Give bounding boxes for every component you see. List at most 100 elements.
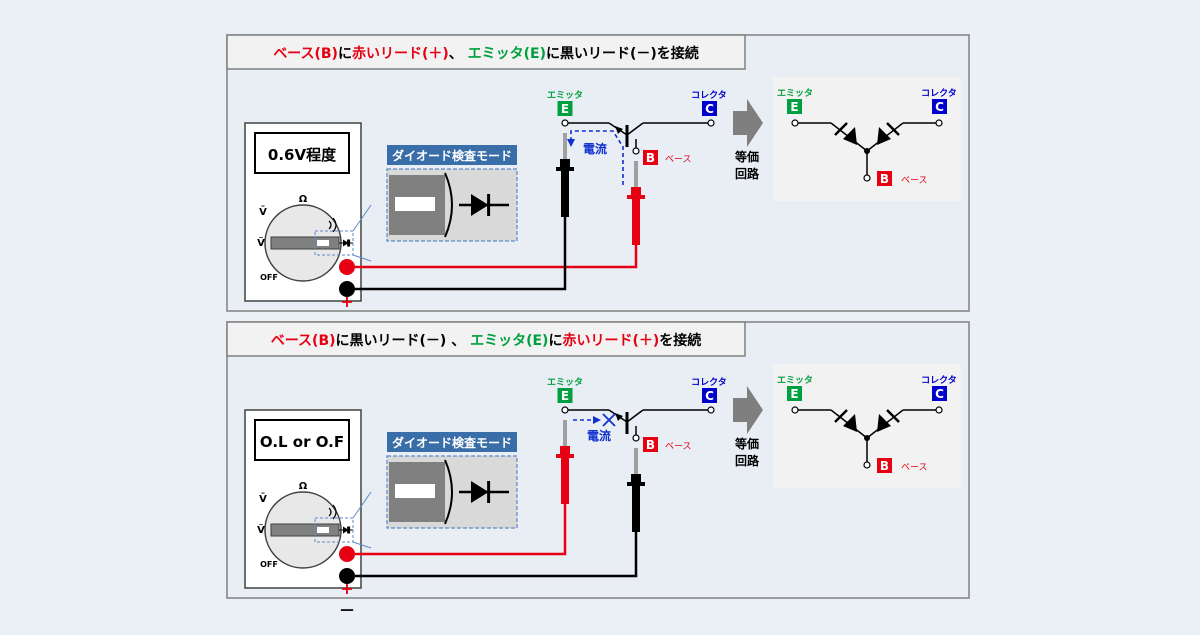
minus-sign: － [339,601,355,620]
title-part: エミッタ(E) [468,46,546,62]
eq-base-letter-text: B [880,459,889,473]
collector-caption: コレクタ [691,89,727,101]
meter-display-value: O.L or O.F [260,433,344,451]
dial-dcv: V̄ [259,492,267,505]
eq-base-caption: ベース [901,463,928,473]
zoom-source-box [314,517,354,543]
black-lead [355,217,567,291]
emitter-letter-text: E [561,102,569,116]
dial-off: OFF [260,560,278,569]
equivalent-label-1: 等価 [734,436,759,451]
eq-collector-letter: C [932,99,947,114]
buzzer-icon [328,504,337,520]
meter-display [254,419,350,461]
red-lead [355,504,567,556]
current-label: 電流 [583,141,607,156]
eq-collector-terminal [935,119,943,127]
current-label: 電流 [587,428,611,443]
buzzer-icon [328,217,337,233]
eq-diode-left-icon [843,127,857,145]
equivalent-label-1: 等価 [734,149,759,164]
emitter-letter: E [557,388,573,403]
title-part: に黒いリード(－)を接続 [546,45,699,62]
dial-indicator [317,527,329,533]
dial-edge [444,459,453,525]
collector-terminal [707,119,715,127]
base-terminal [632,147,640,155]
collector-letter-text: C [705,389,714,403]
dial-ohm: Ω [299,481,308,492]
black-probe [627,448,645,532]
minus-jack [339,568,355,584]
panel-1: ベース(B)に赤いリード(＋)、 エミッタ(E)に黒いリード(－)を接続0.6V… [226,34,970,333]
title-part: ベース(B) [271,333,336,349]
collector-caption: コレクタ [691,376,727,388]
red-lead [355,245,638,269]
knob-zoom-indicator [395,484,435,498]
dial-ohm: Ω [299,194,308,205]
mode-diode-icon [471,481,491,503]
dial-acv: Ṽ [257,523,265,536]
equivalent-label-2: 回路 [735,453,760,468]
eq-diode-right-icon [877,414,891,432]
dial-off: OFF [260,273,278,282]
mode-label-bg [387,432,517,452]
eq-collector-letter-text: C [935,100,944,114]
black-probe [556,133,574,217]
eq-emitter-letter-text: E [790,100,798,114]
base-letter-text: B [646,151,655,165]
base-letter-text: B [646,438,655,452]
diode-mode-box: ダイオード検査モード [386,145,518,242]
title-part: に黒いリード(－) 、 [336,333,471,349]
eq-collector-letter-text: C [935,387,944,401]
dial-edge [444,172,453,238]
mode-label-bg [387,145,517,165]
title-part: 赤いリード(＋) [352,46,449,62]
minus-jack [339,281,355,297]
equivalent-arrow-icon [733,99,763,147]
title-part: に [338,46,352,62]
collector-letter-text: C [705,102,714,116]
dial-indicator [317,240,329,246]
panel-title: ベース(B)に黒いリード(－) 、 エミッタ(E)に赤いリード(＋)を接続 [271,332,702,349]
emitter-terminal [561,406,569,414]
title-part: に [548,333,562,349]
emitter-letter: E [557,101,573,116]
eq-emitter-letter: E [787,99,802,114]
eq-base-letter-text: B [880,172,889,186]
emitter-letter-text: E [561,389,569,403]
base-letter: B [643,150,658,165]
mode-diode-icon [471,194,491,216]
eq-emitter-caption: エミッタ [777,374,813,386]
plus-jack [339,546,355,562]
red-probe [627,161,645,245]
base-caption: ベース [665,155,692,165]
eq-collector-caption: コレクタ [921,87,957,99]
base-caption: ベース [665,442,692,452]
emitter-caption: エミッタ [547,89,583,101]
emitter-arrow [615,126,623,134]
mode-label: ダイオード検査モード [392,148,512,163]
eq-base-letter: B [877,458,892,473]
title-box [226,321,746,357]
equivalent-label-2: 回路 [735,166,760,181]
equivalent-arrow-icon [733,386,763,434]
emitter-caption: エミッタ [547,376,583,388]
eq-collector-caption: コレクタ [921,374,957,386]
title-part: エミッタ(E) [470,333,548,349]
eq-diode-left-icon [843,414,857,432]
eq-base-letter: B [877,171,892,186]
dial-acv: Ṽ [257,236,265,249]
title-part: 、 [449,46,468,62]
knob-zoom-indicator [395,197,435,211]
zoom-source-box [314,230,354,256]
current-arrow [567,139,575,147]
base-terminal [632,434,640,442]
eq-collector-terminal [935,406,943,414]
dial-dcv: V̄ [259,205,267,218]
